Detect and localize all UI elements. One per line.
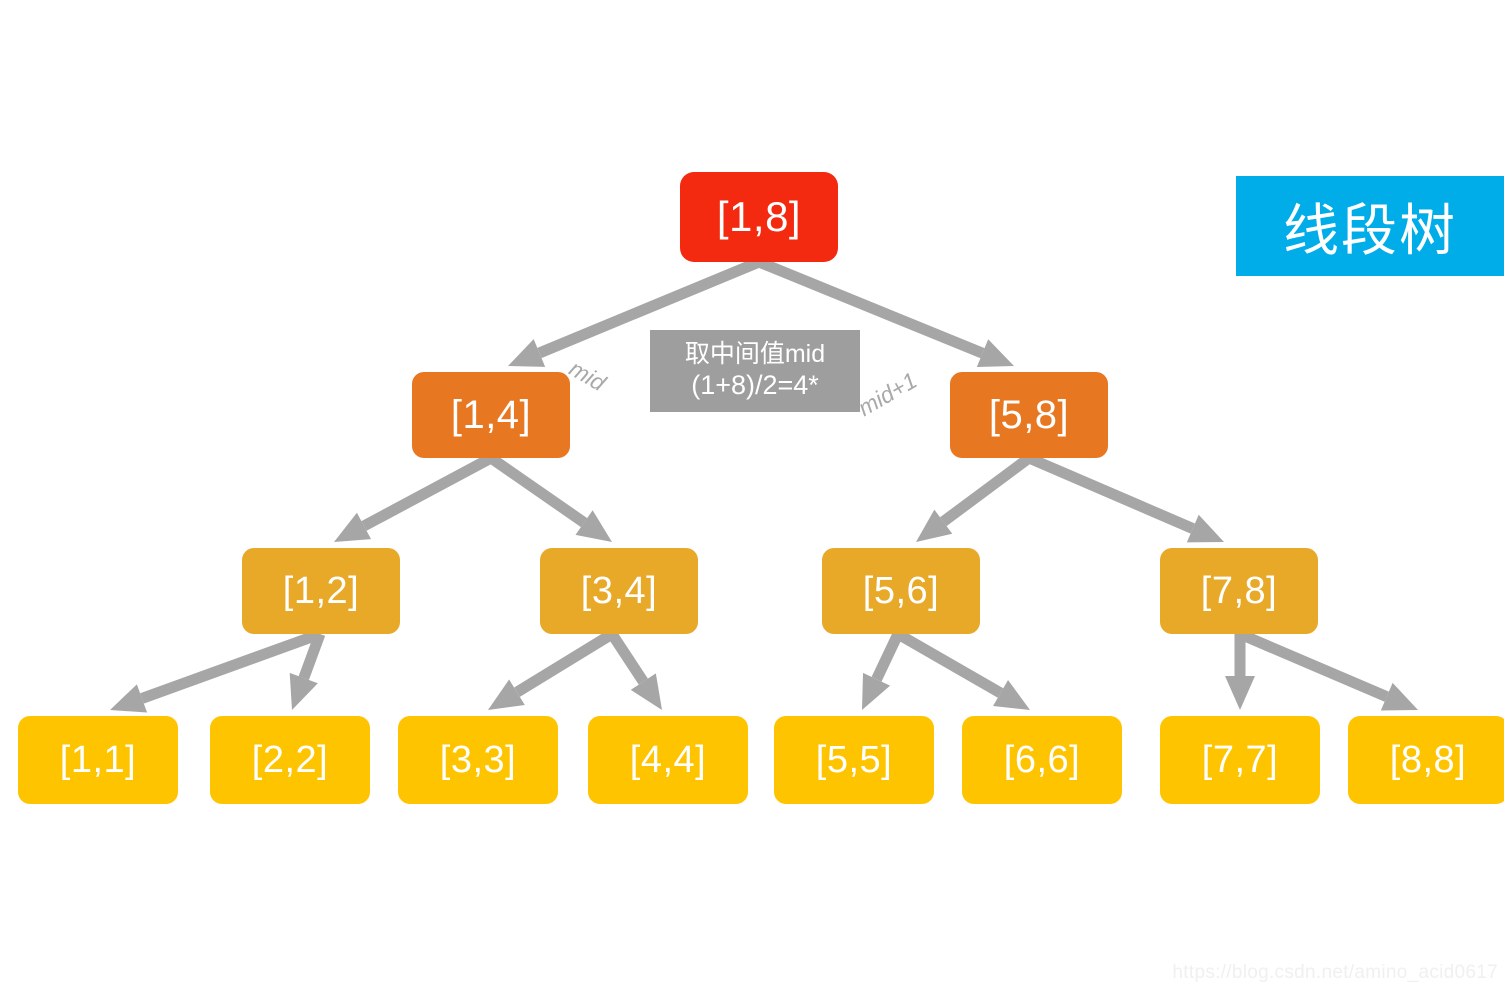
edge-arrowhead <box>630 673 662 710</box>
tree-node-n2-2[interactable]: [2,2] <box>210 716 370 804</box>
tree-node-n1-8[interactable]: [1,8] <box>680 172 838 262</box>
tree-node-n4-4[interactable]: [4,4] <box>588 716 748 804</box>
tree-node-label: [1,4] <box>450 392 532 437</box>
tree-edge-n1-2-to-n2-2 <box>289 632 326 710</box>
edge-arrowhead <box>488 679 525 710</box>
mid-formula-note: 取中间值mid (1+8)/2=4* <box>650 330 860 412</box>
edge-label-mid-plus-one: mid+1 <box>853 366 922 422</box>
tree-node-n5-5[interactable]: [5,5] <box>774 716 934 804</box>
tree-edge-n7-8-to-n7-7 <box>1225 634 1255 710</box>
title-badge: 线段树 <box>1236 176 1504 276</box>
tree-node-n1-1[interactable]: [1,1] <box>18 716 178 804</box>
edge-arrowhead <box>993 680 1030 710</box>
mid-note-line2: (1+8)/2=4* <box>691 369 819 400</box>
edge-arrowhead <box>110 684 148 713</box>
tree-node-n1-4[interactable]: [1,4] <box>412 372 570 458</box>
tree-edge-n5-8-to-n7-8 <box>1026 452 1224 543</box>
tree-edge-n1-4-to-n3-4 <box>487 453 612 542</box>
mid-note-line1: 取中间值mid <box>684 340 826 369</box>
tree-node-n5-6[interactable]: [5,6] <box>822 548 980 634</box>
tree-node-label: [5,5] <box>815 738 893 781</box>
tree-node-label: [3,4] <box>580 569 658 612</box>
tree-node-n5-8[interactable]: [5,8] <box>950 372 1108 458</box>
edge-arrowhead <box>1186 514 1224 543</box>
edge-arrowhead <box>575 510 612 542</box>
tree-node-label: [1,1] <box>59 738 137 781</box>
tree-node-label: [8,8] <box>1389 738 1467 781</box>
watermark: https://blog.csdn.net/amino_acid0617 <box>1172 962 1498 983</box>
tree-node-label: [4,4] <box>629 738 707 781</box>
tree-node-label: [6,6] <box>1003 738 1081 781</box>
edge-arrowhead <box>508 339 546 367</box>
tree-node-n3-4[interactable]: [3,4] <box>540 548 698 634</box>
edge-arrowhead <box>334 512 372 542</box>
edge-arrowhead <box>1380 682 1418 711</box>
tree-edge-n5-6-to-n6-6 <box>895 629 1030 710</box>
tree-node-label: [2,2] <box>251 738 329 781</box>
edge-label-mid: mid <box>565 355 611 397</box>
tree-node-label: [7,8] <box>1200 569 1278 612</box>
tree-node-n7-8[interactable]: [7,8] <box>1160 548 1318 634</box>
tree-node-label: [5,8] <box>988 392 1070 437</box>
tree-node-label: [3,3] <box>439 738 517 781</box>
tree-node-label: [7,7] <box>1201 738 1279 781</box>
tree-node-n7-7[interactable]: [7,7] <box>1160 716 1320 804</box>
tree-node-n1-2[interactable]: [1,2] <box>242 548 400 634</box>
tree-node-label: [1,8] <box>716 193 802 240</box>
edge-arrowhead <box>1225 676 1255 710</box>
tree-node-label: [1,2] <box>282 569 360 612</box>
title-badge-label: 线段树 <box>1283 198 1457 262</box>
tree-edge-n1-2-to-n1-1 <box>110 628 322 713</box>
edge-arrowhead <box>862 672 891 710</box>
tree-edge-n3-4-to-n4-4 <box>607 630 662 710</box>
tree-edge-n1-4-to-n1-2 <box>334 453 494 542</box>
tree-edge-n3-4-to-n3-3 <box>488 629 615 710</box>
tree-node-label: [5,6] <box>862 569 940 612</box>
edge-arrowhead <box>289 672 318 710</box>
tree-edge-n5-8-to-n5-6 <box>916 453 1033 542</box>
edge-arrowhead <box>916 509 953 542</box>
tree-edge-n7-8-to-n8-8 <box>1237 628 1418 711</box>
edge-arrowhead <box>976 339 1014 368</box>
tree-node-n8-8[interactable]: [8,8] <box>1348 716 1504 804</box>
tree-edge-n5-6-to-n5-5 <box>862 631 903 710</box>
tree-node-n3-3[interactable]: [3,3] <box>398 716 558 804</box>
tree-node-n6-6[interactable]: [6,6] <box>962 716 1122 804</box>
